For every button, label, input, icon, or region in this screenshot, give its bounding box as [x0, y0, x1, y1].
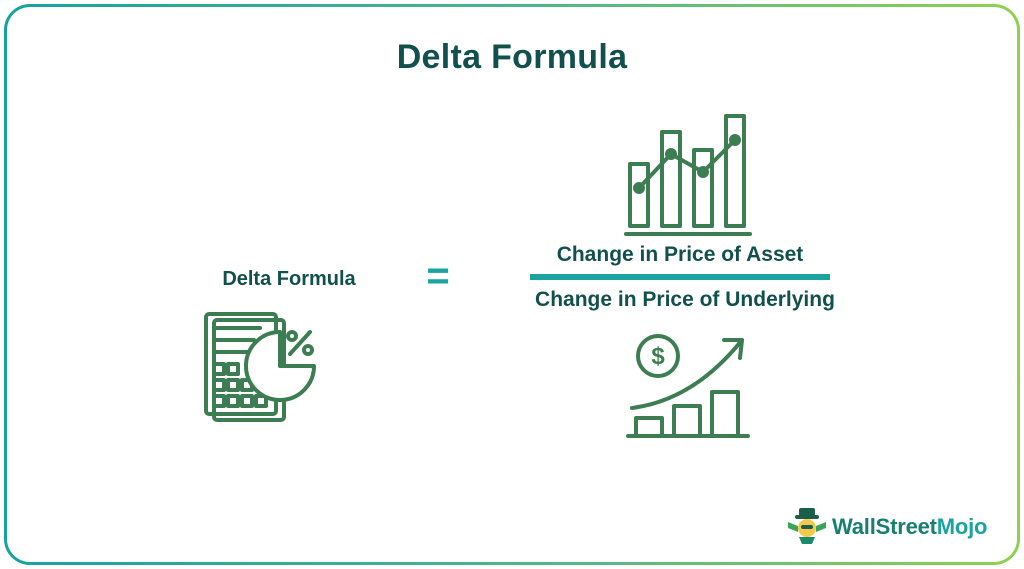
formula-denominator: Change in Price of Underlying: [535, 288, 835, 311]
brand-name: WallStreetMojo: [832, 514, 987, 540]
card: [7, 7, 1017, 562]
page-title: Delta Formula: [396, 38, 628, 76]
fraction-bar: [530, 274, 830, 280]
mascot-icon: [788, 508, 826, 544]
brand-name-part1: WallStreet: [832, 514, 937, 539]
bar-chart-trend-icon: [624, 114, 752, 236]
formula-lhs-label: Delta Formula: [222, 268, 356, 290]
dollar-growth-chart-icon: $: [626, 334, 750, 438]
card-border: [4, 4, 1020, 565]
svg-text:$: $: [651, 343, 665, 370]
equals-sign: =: [426, 254, 450, 298]
formula-numerator: Change in Price of Asset: [556, 243, 804, 266]
calculator-percent-pie-icon: [204, 312, 320, 422]
brand-name-part2: Mojo: [936, 514, 988, 539]
brand-logo: WallStreetMojo: [786, 508, 987, 544]
